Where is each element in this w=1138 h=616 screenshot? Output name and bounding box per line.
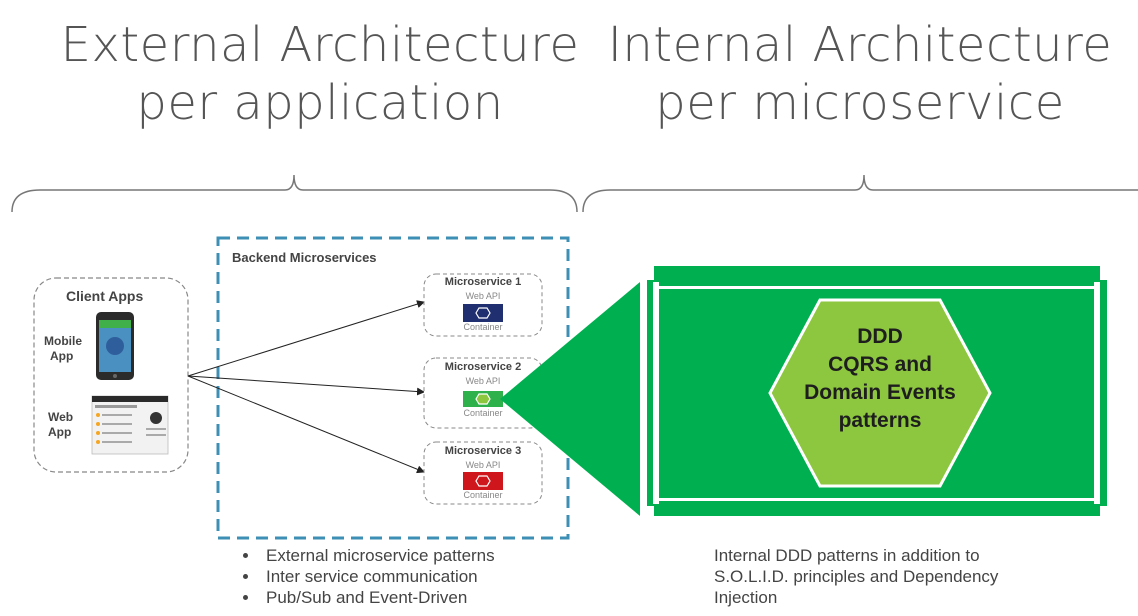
client-apps-title: Client Apps (66, 288, 144, 304)
backend-microservices-title: Backend Microservices (232, 250, 377, 265)
container-icon-1 (463, 304, 503, 322)
hexagon-text: DDD CQRS and Domain Events patterns (770, 323, 990, 435)
ddd-hexagon (768, 298, 992, 488)
external-architecture-heading: External Architecture per application (60, 16, 580, 132)
hexagon-line: patterns (838, 409, 922, 432)
internal-brace (582, 174, 1138, 213)
microservice-3-container: Container (463, 490, 503, 500)
list-item: Pub/Sub and Event-Driven (260, 587, 495, 608)
label-line: App (50, 349, 74, 363)
heading-line: External Architecture (60, 17, 580, 73)
microservice-1-container: Container (463, 322, 503, 332)
label-line: App (48, 425, 72, 439)
zoom-cone (500, 282, 640, 516)
hexagon-line: DDD (857, 325, 903, 348)
microservice-1-title: Microservice 1 (444, 276, 522, 288)
arrow-to-microservice-3 (187, 375, 425, 474)
microservice-3-title: Microservice 3 (444, 445, 522, 457)
container-icon-3 (463, 472, 503, 490)
arrow-to-microservice-1 (187, 300, 425, 377)
internal-patterns-description: Internal DDD patterns in addition to S.O… (714, 546, 999, 607)
external-patterns-list: External microservice patterns Inter ser… (242, 545, 495, 608)
list-item: Inter service communication (260, 566, 495, 587)
heading-line: per application (136, 75, 504, 131)
external-brace (11, 174, 578, 213)
list-item: External microservice patterns (260, 545, 495, 566)
label-line: Mobile (44, 334, 82, 348)
microservice-2-webapi: Web API (465, 376, 501, 386)
web-app-label: Web App (48, 410, 73, 440)
heading-line: per microservice (655, 75, 1065, 131)
microservice-1-webapi: Web API (465, 291, 501, 301)
microservice-2-title: Microservice 2 (444, 361, 522, 373)
heading-line: Internal Architecture (607, 17, 1113, 73)
web-app-screenshot (91, 395, 169, 455)
microservice-3-webapi: Web API (465, 460, 501, 470)
arrow-to-microservice-2 (187, 375, 425, 396)
mobile-app-label: Mobile App (44, 334, 82, 364)
microservice-2-container: Container (463, 408, 503, 418)
mobile-app-screenshot (96, 312, 134, 380)
hexagon-line: CQRS and (828, 353, 932, 376)
label-line: Web (48, 410, 74, 424)
container-icon-2 (463, 391, 503, 407)
internal-architecture-heading: Internal Architecture per microservice (600, 16, 1120, 132)
hexagon-line: Domain Events (804, 381, 956, 404)
